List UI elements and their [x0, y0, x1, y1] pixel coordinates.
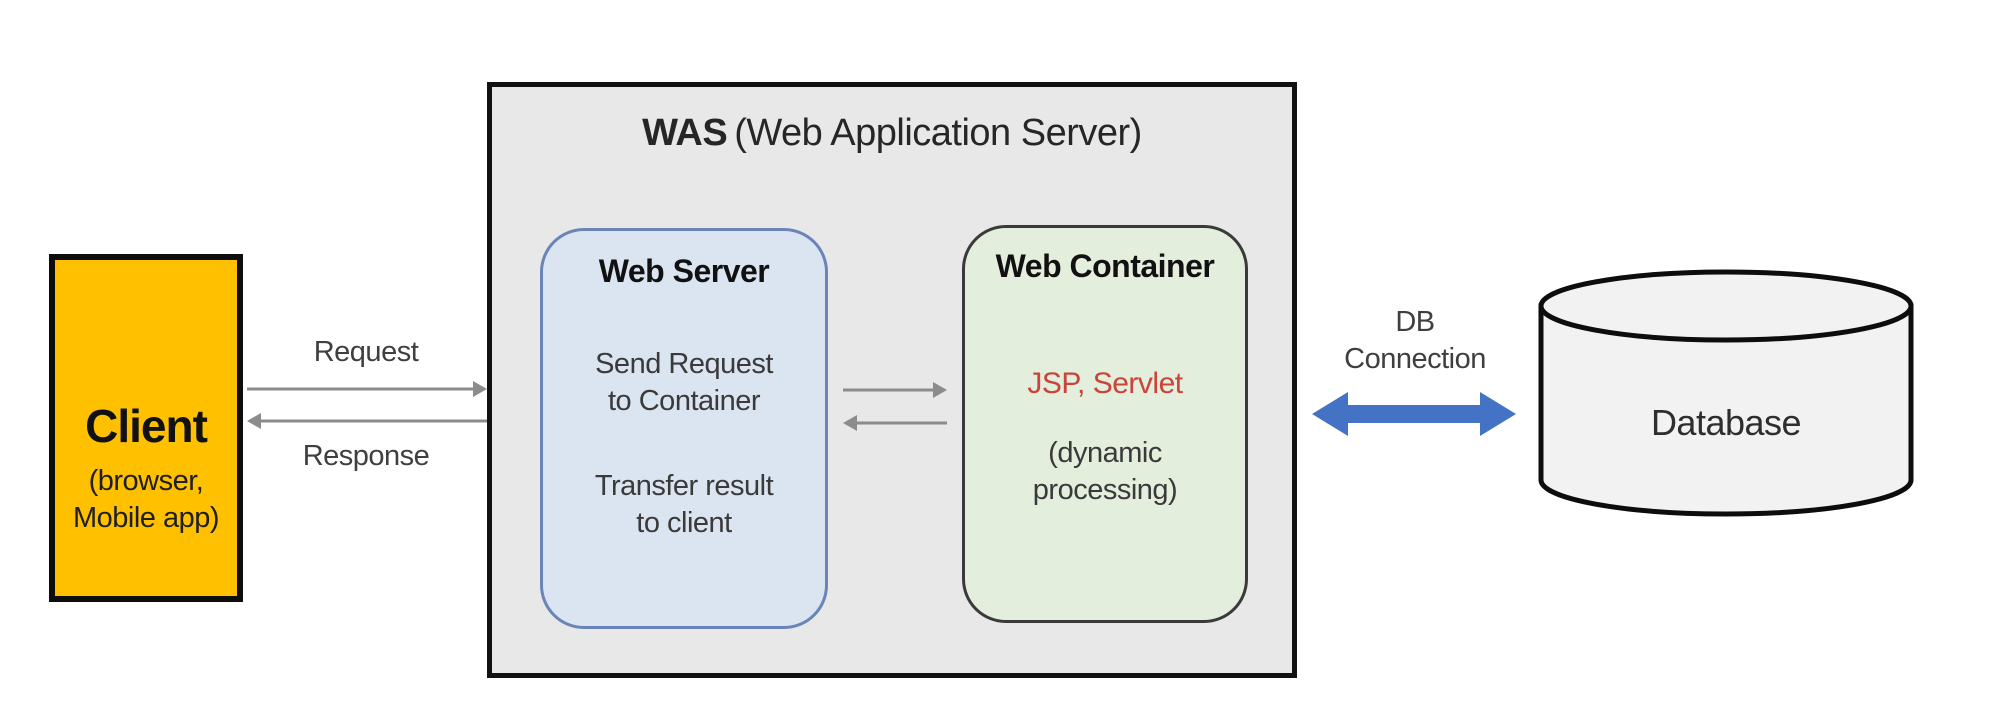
web-server-body-1-line1: Send Request: [595, 348, 773, 380]
client-subtitle-line1: (browser,: [88, 465, 204, 498]
web-container-note-line1: (dynamic: [1048, 437, 1162, 469]
was-title-rest: (Web Application Server): [734, 112, 1142, 154]
request-arrow-icon: [247, 381, 487, 397]
client-subtitle-line2: Mobile app): [72, 502, 220, 534]
web-container-note: (dynamic processing): [965, 435, 1245, 509]
response-label: Response: [302, 440, 430, 472]
web-server-body-2: Transfer result to client: [543, 468, 825, 542]
web-server-body-1: Send Request to Container: [543, 346, 825, 420]
client-title: Client: [85, 400, 208, 453]
request-label: Request: [313, 336, 419, 368]
web-server-title: Web Server: [598, 253, 770, 289]
client-subtitle: (browser, Mobile app): [72, 463, 220, 536]
web-container-note-line2: processing): [1032, 474, 1178, 507]
web-server-body-1-line2: to Container: [608, 385, 761, 418]
database-cylinder-icon: [1538, 269, 1914, 517]
database-label: Database: [1650, 402, 1802, 443]
db-connection-double-arrow-icon: [1312, 392, 1516, 436]
db-connection-label-line2: Connection: [1344, 342, 1486, 375]
web-server-box: Web Server Send Request to Container Tra…: [540, 228, 828, 629]
client-box: Client (browser, Mobile app): [49, 254, 243, 602]
db-connection-label-line1: DB: [1395, 306, 1435, 338]
web-container-tech-label: JSP, Servlet: [1027, 367, 1183, 400]
web-server-body-2-line1: Transfer result: [594, 470, 774, 503]
response-arrow-icon: [247, 413, 487, 429]
was-title-abbr: WAS: [642, 112, 728, 154]
web-server-body-2-line2: to client: [636, 507, 732, 540]
db-connection-label: DB Connection: [1320, 304, 1510, 377]
was-title: WAS(Web Application Server): [487, 112, 1297, 155]
server-to-container-arrow-icon: [843, 382, 947, 398]
web-container-title: Web Container: [995, 248, 1215, 284]
container-to-server-arrow-icon: [843, 415, 947, 431]
web-container-box: Web Container JSP, Servlet (dynamic proc…: [962, 225, 1248, 623]
